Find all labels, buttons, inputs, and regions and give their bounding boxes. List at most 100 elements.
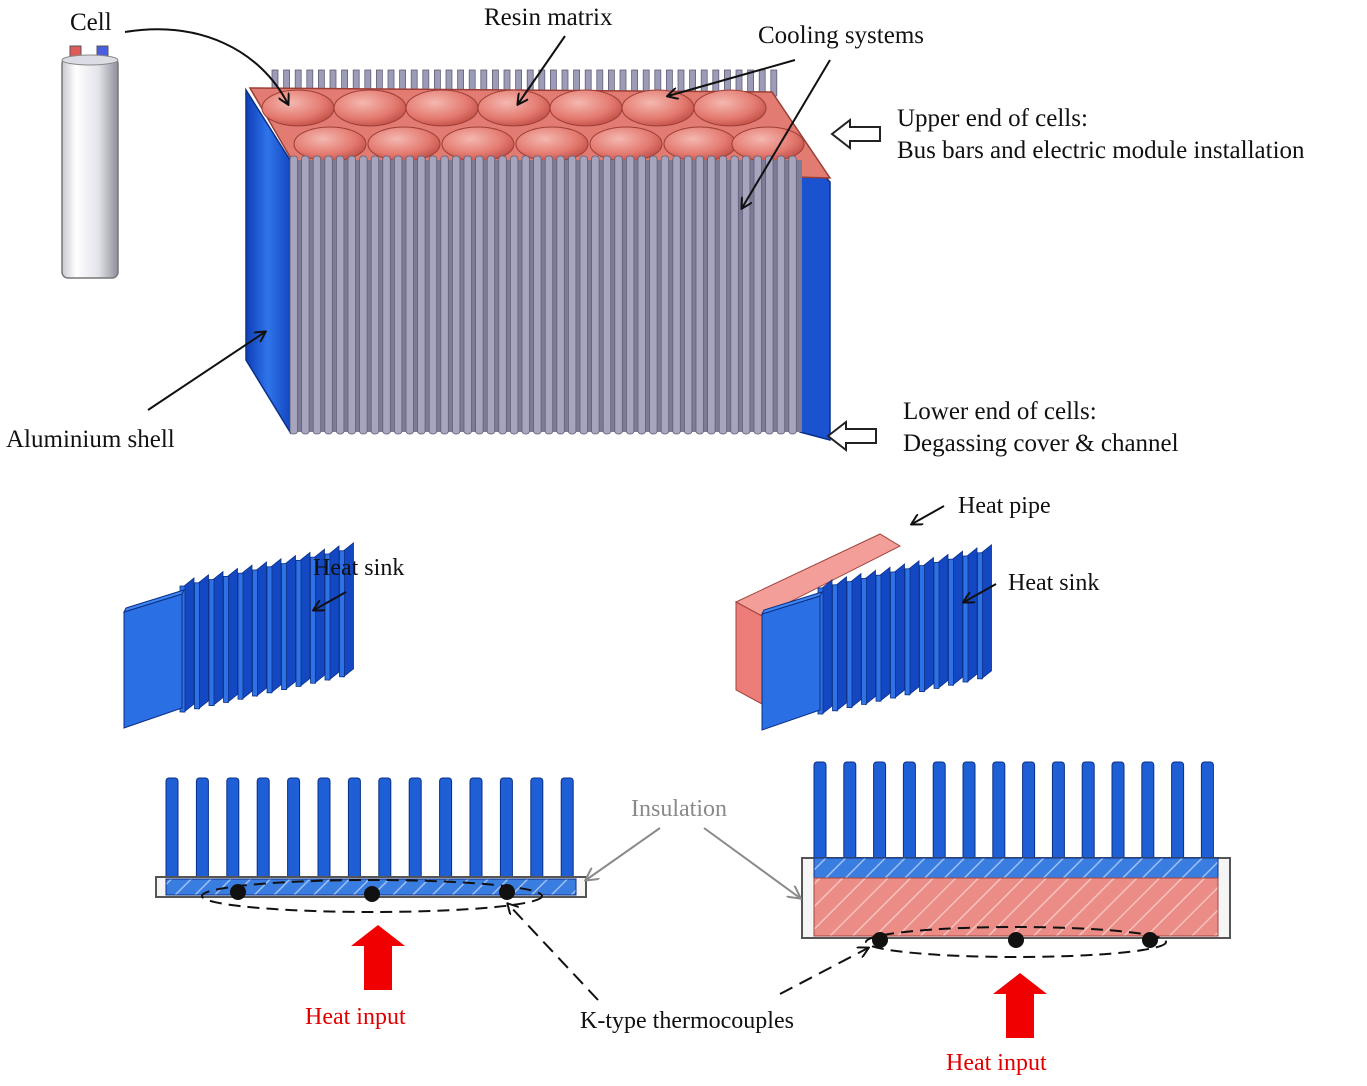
cell-hole xyxy=(333,89,407,127)
fin-front xyxy=(962,555,969,683)
front-fin xyxy=(695,155,704,435)
fin-side xyxy=(923,556,934,693)
front-fin xyxy=(428,155,438,435)
fin-front xyxy=(223,576,229,703)
cell-holes xyxy=(261,89,805,162)
front-fin xyxy=(440,155,449,435)
heat-sink-right-pointer xyxy=(964,583,997,602)
cross-section-fin xyxy=(1200,761,1214,863)
front-fin xyxy=(637,155,646,435)
fin-front xyxy=(933,562,940,689)
resin-matrix-label: Resin matrix xyxy=(484,4,613,31)
cross-section-fin xyxy=(902,761,916,863)
thermocouple-point xyxy=(230,884,246,900)
heat-sink-left-label: Heat sink xyxy=(313,555,404,581)
fin-front xyxy=(948,558,954,686)
fin-front xyxy=(310,556,316,684)
fin-side xyxy=(256,561,267,697)
thermocouple-point xyxy=(1008,932,1024,948)
heat-sink-base xyxy=(813,857,1219,879)
heat-sink-top-edge xyxy=(123,589,185,613)
cross-section-fin xyxy=(1141,761,1155,863)
front-fin xyxy=(753,155,762,435)
front-fin xyxy=(568,155,577,435)
front-fin xyxy=(544,155,554,435)
front-fin xyxy=(684,155,693,435)
resin-pointer-arrow xyxy=(518,35,566,104)
lower-end-arrow xyxy=(826,419,877,453)
fin-side xyxy=(198,573,209,710)
heat-pipe-front xyxy=(735,601,763,705)
cross-section-fin xyxy=(195,777,209,881)
cross-section-fin xyxy=(843,761,857,863)
cell-hole xyxy=(261,89,335,127)
aluminium-shell-label: Aluminium shell xyxy=(6,426,175,453)
fin-front xyxy=(281,563,287,690)
fin-front xyxy=(846,581,853,708)
cross-section-fin xyxy=(530,777,544,881)
front-fin xyxy=(289,155,298,435)
cooling-systems-label: Cooling systems xyxy=(758,22,924,49)
fin-side xyxy=(299,551,311,688)
fin-side xyxy=(879,566,891,703)
cell-hole xyxy=(477,89,551,127)
cross-section-fin xyxy=(962,761,976,863)
fin-side xyxy=(183,577,195,713)
front-fin xyxy=(498,155,507,435)
thermocouples-label: K-type thermocouples xyxy=(580,1008,794,1034)
shell-pointer-arrow xyxy=(147,332,265,411)
fin-side xyxy=(212,570,224,707)
back-cooling-fins xyxy=(271,69,778,97)
heat-sink-left xyxy=(123,541,354,729)
front-fin xyxy=(718,155,728,435)
insulation-pointer-right xyxy=(703,827,800,898)
front-fin xyxy=(521,155,530,435)
front-fin xyxy=(347,155,356,435)
front-fin xyxy=(649,155,658,435)
heat-pipe-label: Heat pipe xyxy=(958,493,1051,519)
front-fin xyxy=(393,155,403,435)
heat-input-arrow-left xyxy=(351,925,405,990)
cell-hole xyxy=(621,89,695,127)
cross-section-fin xyxy=(226,777,240,881)
fin-side xyxy=(285,554,296,691)
cell-hole xyxy=(693,89,767,127)
front-fin xyxy=(591,155,600,435)
cross-section-fin xyxy=(932,761,946,863)
cooling-pointer-arrow-1 xyxy=(668,59,796,96)
front-fin xyxy=(475,155,484,435)
fin-front xyxy=(832,584,838,712)
heat-pipe-pointer xyxy=(912,505,945,524)
front-fin xyxy=(382,155,391,435)
fin-side xyxy=(865,569,876,706)
fin-front xyxy=(890,571,896,699)
thermocouple-point xyxy=(1142,932,1158,948)
cross-section-fin xyxy=(347,777,361,881)
thermocouple-point xyxy=(499,884,515,900)
fin-front xyxy=(295,560,302,687)
cell-hole xyxy=(405,89,479,127)
front-fin xyxy=(765,155,774,435)
aluminium-shell-right xyxy=(799,146,831,441)
fin-front xyxy=(977,552,983,680)
fin-front xyxy=(194,582,200,710)
cell-hole xyxy=(367,126,441,162)
cross-section-fin xyxy=(1111,761,1125,863)
fin-side xyxy=(850,572,862,709)
fin-front xyxy=(875,574,882,702)
heat-input-right-label: Heat input xyxy=(946,1050,1047,1076)
front-fin xyxy=(742,155,751,435)
lower-end-label-line1: Lower end of cells: xyxy=(903,398,1097,425)
cross-section-heat-sink xyxy=(155,777,587,913)
fin-side xyxy=(937,553,949,690)
cross-section-fin xyxy=(992,761,1006,863)
fin-side xyxy=(966,547,978,683)
lower-end-label-line2: Degassing cover & channel xyxy=(903,430,1179,457)
fin-front xyxy=(861,578,867,705)
fin-side xyxy=(894,563,905,699)
front-fin xyxy=(417,155,426,435)
fin-side xyxy=(270,557,282,694)
battery-module xyxy=(245,69,832,441)
